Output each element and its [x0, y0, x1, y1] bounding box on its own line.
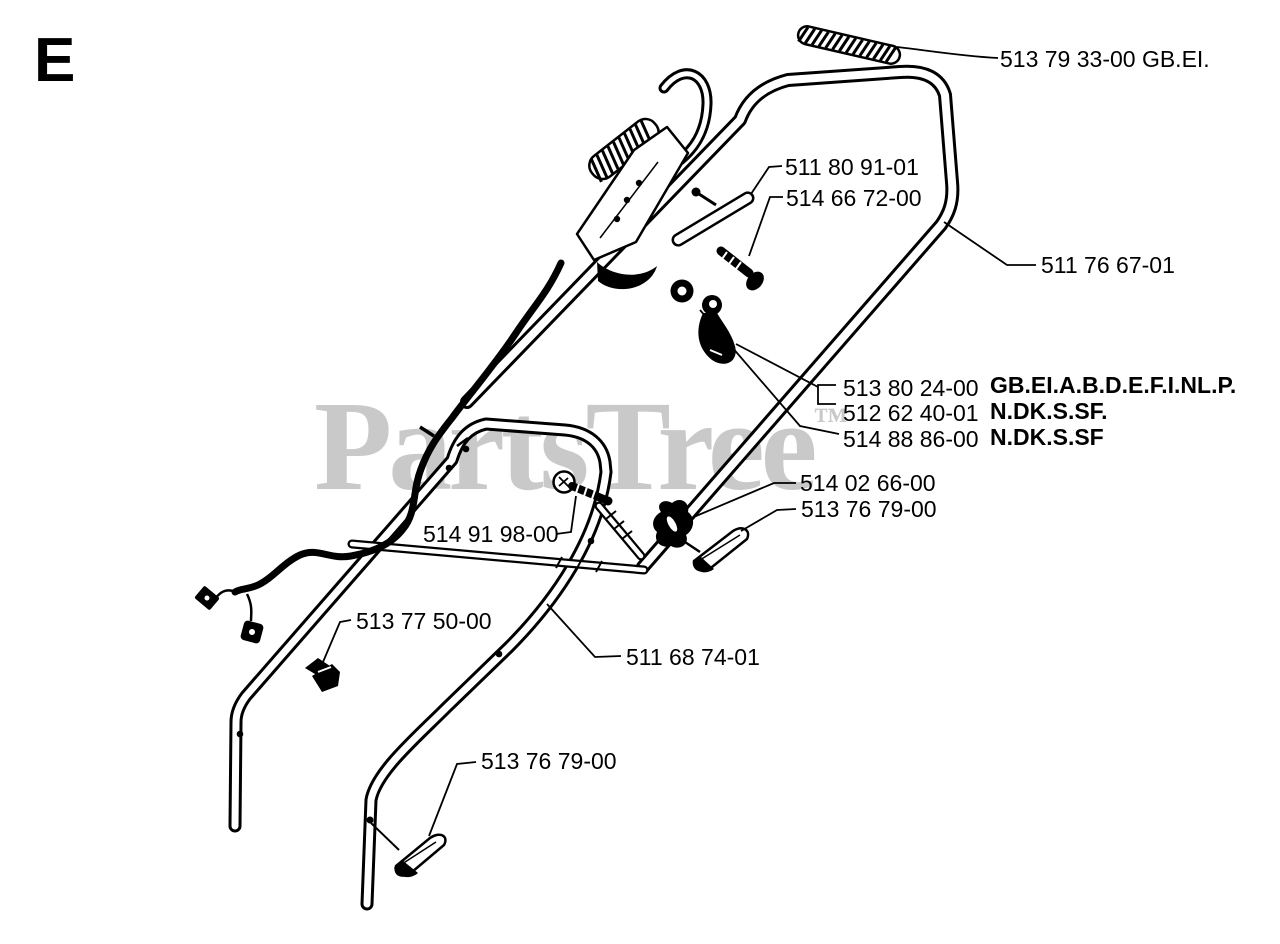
clamp-lever-mid: [675, 527, 750, 573]
part-label: 513 80 24-00: [843, 375, 979, 401]
part-label: 513 76 79-00: [801, 496, 937, 522]
handle-grip: [796, 25, 902, 65]
cable-connector: [195, 586, 219, 610]
cable-connector: [240, 620, 264, 644]
clamp-knob: [653, 499, 694, 548]
part-label: 511 68 74-01: [626, 644, 760, 670]
link-bar: [671, 191, 755, 247]
throttle-cable: [195, 259, 565, 644]
country-codes: N.DK.S.SF: [990, 424, 1104, 450]
throttle-control-assembly: [575, 68, 713, 290]
tube-holes: [236, 425, 595, 738]
part-label: 514 02 66-00: [800, 470, 936, 496]
clamp-lever-bottom: [366, 816, 447, 878]
bolt: [716, 246, 764, 291]
part-label: 514 88 86-00: [843, 426, 979, 452]
cable-clip: [305, 658, 340, 692]
handle-bracket-strip: [594, 501, 646, 561]
part-label: 511 80 91-01: [785, 154, 919, 180]
section-letter: E: [34, 26, 76, 95]
lower-handle-tube: [228, 417, 613, 911]
throttle-trigger: [698, 295, 736, 364]
part-label: 514 91 98-00: [423, 521, 559, 547]
link-bar-bolt: [691, 187, 717, 207]
washer: [670, 279, 694, 303]
screw: [552, 470, 613, 506]
part-label: 512 62 40-01: [843, 400, 979, 426]
country-codes: N.DK.S.SF.: [990, 398, 1108, 424]
part-label: 513 77 50-00: [356, 608, 492, 634]
part-label: 513 79 33-00 GB.EI.: [1000, 46, 1210, 72]
part-label: 511 76 67-01: [1041, 252, 1175, 278]
upper-handle-tube: [460, 64, 960, 574]
part-label: 514 66 72-00: [786, 185, 922, 211]
part-label: 513 76 79-00: [481, 748, 617, 774]
leader-lines: [322, 46, 1036, 837]
handle-brace-bar: [347, 539, 649, 575]
country-codes: GB.EI.A.B.D.E.F.I.NL.P.: [990, 372, 1237, 398]
